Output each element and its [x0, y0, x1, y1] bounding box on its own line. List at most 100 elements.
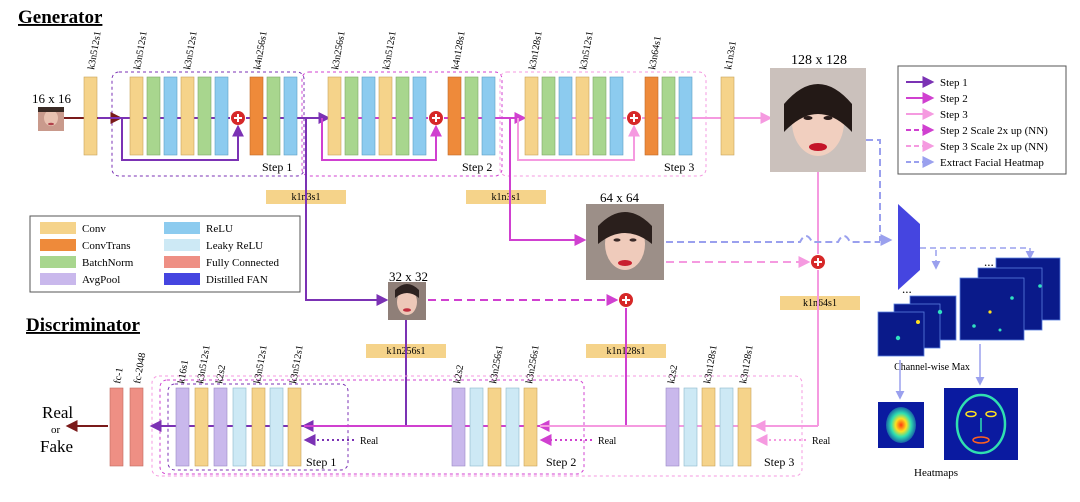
connectors: k1n3s1 k1n3s1 k1n256s1 k1n128s1 k1n64s1	[266, 190, 860, 358]
real-input-label: Real	[360, 436, 379, 447]
face-image-32	[388, 282, 426, 320]
disc-label: k2s2	[214, 364, 228, 385]
legend-arrow-label: Step 3 Scale 2x up (NN)	[940, 141, 1048, 153]
legend-swatch	[40, 222, 76, 234]
heatmap-stack-left	[877, 295, 957, 357]
gen-skip2	[321, 118, 442, 161]
disc-label: k3n512s1	[252, 344, 270, 384]
connector-label: k1n3s1	[492, 192, 521, 203]
gen-label: k3n256s1	[330, 30, 348, 70]
plus-node	[811, 255, 825, 269]
disc-blocks	[109, 387, 752, 467]
disc-label: fc-2048	[132, 352, 148, 385]
heatmap-extract-64	[666, 235, 880, 243]
gen-step2-box	[301, 71, 503, 177]
disc-label: k3n256s1	[488, 344, 506, 384]
size-128: 128 x 128	[791, 53, 847, 68]
connector-label: k1n64s1	[803, 298, 837, 309]
plus-node	[231, 111, 245, 125]
branch-step2	[509, 118, 587, 246]
plus-node	[429, 111, 443, 125]
heatmaps-label: Heatmaps	[914, 467, 958, 479]
legend-swatch	[40, 239, 76, 251]
gen-label: k3n512s1	[182, 30, 200, 70]
disc-label: k16s1	[176, 359, 191, 384]
heatmap-stack-right	[959, 257, 1061, 341]
legend-arrow-label: Step 2 Scale 2x up (NN)	[940, 125, 1048, 137]
size-16: 16 x 16	[32, 91, 72, 106]
gen-label: k1n3s1	[723, 40, 739, 70]
disc-label: fc-1	[112, 367, 126, 385]
output-or: or	[51, 424, 61, 436]
gen-label: k3n512s1	[132, 30, 150, 70]
gen-label: k3n512s1	[86, 30, 104, 70]
gen-label: k3n512s1	[578, 30, 596, 70]
disc-label: k3n128s1	[738, 344, 756, 384]
gen-label: k3n128s1	[527, 30, 545, 70]
legend-block-label: AvgPool	[82, 274, 120, 286]
gen-label: k4n256s1	[252, 30, 270, 70]
legend-swatch	[40, 256, 76, 268]
gen-step1-box	[111, 71, 305, 177]
legend-block-label: ConvTrans	[82, 240, 131, 252]
block-legend-items: Conv ReLU ConvTrans Leaky ReLU BatchNorm Full…	[40, 222, 280, 286]
gen-skip3	[517, 118, 640, 161]
gen-block-labels: k3n512s1 k3n512s1 k3n512s1 k4n256s1 k3n2…	[86, 30, 739, 70]
disc-step1-label: Step 1	[306, 455, 336, 469]
gen-step3-box	[499, 71, 707, 177]
disc-label: k2s2	[452, 364, 466, 385]
gen-label: k4n128s1	[450, 30, 468, 70]
size-64: 64 x 64	[600, 190, 640, 205]
gen-step2-label: Step 2	[462, 160, 492, 174]
heatmap-branch	[920, 247, 1035, 260]
legend-block-label: Conv	[82, 223, 106, 235]
disc-step2-label: Step 2	[546, 455, 576, 469]
generator-title: Generator	[18, 7, 103, 28]
legend-block-label: BatchNorm	[82, 257, 134, 269]
legend-arrow-label: Extract Facial Heatmap	[940, 157, 1044, 169]
legend-swatch	[164, 239, 200, 251]
legend-arrow-label: Step 1	[940, 77, 968, 89]
heatmap-extract-128	[866, 139, 893, 246]
discriminator-title: Discriminator	[26, 315, 141, 336]
heatmap-dots: ...	[984, 254, 994, 269]
output-fake: Fake	[40, 437, 73, 456]
legend-arrow-label: Step 3	[940, 109, 968, 121]
face-image-16	[38, 107, 64, 131]
legend-block-label: ReLU	[206, 223, 233, 235]
disc-label: k3n512s1	[195, 344, 213, 384]
legend-block-label: Leaky ReLU	[206, 240, 263, 252]
gen-skip1	[121, 118, 244, 161]
disc-label: k3n128s1	[702, 344, 720, 384]
gen-step3-label: Step 3	[664, 160, 694, 174]
size-32: 32 x 32	[389, 269, 428, 284]
gen-blocks	[83, 76, 735, 156]
face-image-128	[770, 68, 866, 172]
heatmap-final-small	[878, 402, 924, 448]
disc-step3-box	[151, 375, 803, 477]
plus-node	[627, 111, 641, 125]
legend-arrow-label: Step 2	[940, 93, 968, 105]
disc-step3-label: Step 3	[764, 455, 794, 469]
legend-block-label: Distilled FAN	[206, 274, 268, 286]
heatmap-final-large	[944, 388, 1018, 460]
plus-node	[619, 293, 633, 307]
legend-swatch	[164, 222, 200, 234]
face-image-64	[586, 204, 664, 280]
real-input-label: Real	[598, 436, 617, 447]
distilled-fan-icon	[898, 204, 920, 290]
heatmap-dots: ...	[902, 281, 912, 296]
channel-max-label: Channel-wise Max	[894, 362, 970, 373]
disc-label: k2s2	[666, 364, 680, 385]
gen-label: k3n64s1	[647, 35, 664, 70]
legend-swatch	[40, 273, 76, 285]
gen-label: k3n512s1	[381, 30, 399, 70]
real-input-label: Real	[812, 436, 831, 447]
legend-block-label: Fully Connected	[206, 257, 280, 269]
legend-swatch	[164, 256, 200, 268]
gen-step1-label: Step 1	[262, 160, 292, 174]
disc-label: k3n256s1	[524, 344, 542, 384]
arrow-legend-items: Step 1 Step 2 Step 3 Step 2 Scale 2x up (NN…	[906, 76, 1048, 169]
